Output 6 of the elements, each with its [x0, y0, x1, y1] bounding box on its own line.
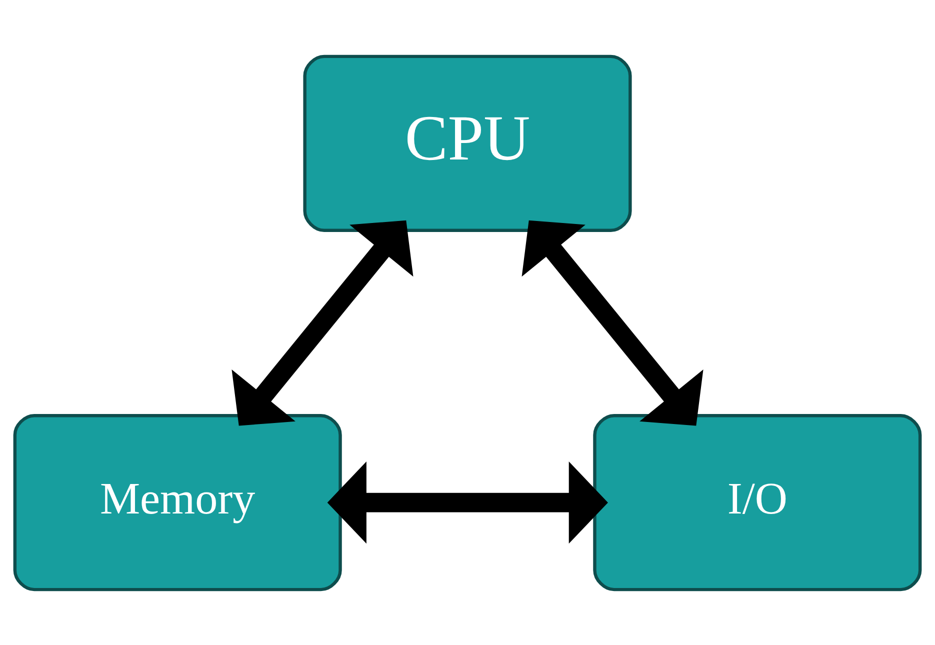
node-box: CPU — [303, 54, 632, 232]
node-box: Memory — [13, 414, 342, 591]
arrow — [327, 461, 608, 544]
node-box: I/O — [593, 414, 922, 591]
arrow — [522, 220, 704, 426]
arrow — [232, 220, 414, 426]
